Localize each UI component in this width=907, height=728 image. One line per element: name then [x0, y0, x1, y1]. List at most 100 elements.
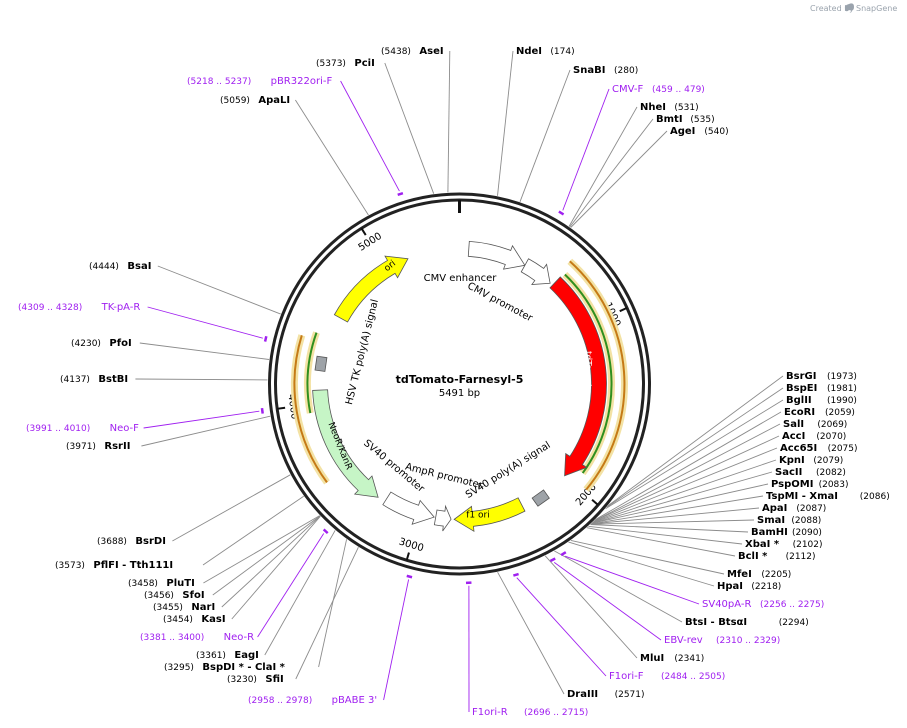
enzyme-position: (540) [704, 127, 728, 137]
leader-lines [135, 50, 784, 713]
primer-name: EBV-rev [664, 635, 703, 646]
primer-name: CMV-F [612, 84, 643, 95]
enzyme-name: EagI [234, 650, 258, 661]
enzyme-name: AseI [419, 46, 443, 57]
plasmid-size: 5491 bp [439, 388, 480, 399]
enzyme-site-nhei[interactable]: (531) NheI [640, 102, 699, 113]
primer-site-neo-f[interactable]: (3991 .. 4010)Neo-F [26, 423, 139, 434]
primer-leader-line [553, 562, 662, 641]
leader-line [593, 423, 781, 522]
primer-site-sv40pa-r[interactable]: (2256 .. 2275)SV40pA-R [702, 599, 824, 610]
leader-line [569, 118, 654, 228]
leader-line [139, 342, 270, 360]
enzyme-site-sacii[interactable]: (2082)SacII [775, 467, 846, 478]
enzyme-site-bstbi[interactable]: (4137)BstBI [60, 374, 128, 385]
enzyme-site-kasi[interactable]: (3454)KasI [163, 614, 226, 625]
enzyme-position: (3454) [163, 615, 193, 625]
enzyme-name: NarI [191, 602, 215, 613]
enzyme-site-mlui[interactable]: (2341)MluI [640, 653, 704, 664]
enzyme-site-pluti[interactable]: (3458)PluTI [128, 578, 195, 589]
enzyme-name: PluTI [166, 578, 194, 589]
enzyme-name: BsrGI [786, 371, 816, 382]
enzyme-site-bglii[interactable]: (1990)BglII [786, 395, 857, 406]
primer-leader-line [516, 577, 607, 677]
enzyme-name: NheI [640, 102, 666, 113]
enzyme-site-acc65i[interactable]: (2075)Acc65I [780, 443, 858, 454]
leader-line [591, 471, 773, 524]
leader-line [607, 375, 784, 507]
enzyme-site-sfoi[interactable]: (3456)SfoI [144, 590, 205, 601]
primer-site-cmv-f[interactable]: (459 .. 479)CMV-F [612, 84, 705, 95]
primer-site-f1ori-r[interactable]: (2696 .. 2715)F1ori-R [472, 707, 588, 718]
enzyme-site-bamhi[interactable]: (2090)BamHI [751, 527, 822, 538]
enzyme-position: (3456) [144, 591, 174, 601]
leader-line [295, 547, 359, 680]
leader-line [590, 519, 755, 525]
primer-site-tk-pa-r[interactable]: (4309 .. 4328)TK-pA-R [18, 302, 140, 313]
enzyme-site-ecori[interactable]: (2059)EcoRI [784, 407, 855, 418]
enzyme-site-rsrii[interactable]: (3971)RsrII [66, 441, 130, 452]
primer-site-ebv-rev[interactable]: (2310 .. 2329)EBV-rev [664, 635, 780, 646]
enzyme-position: (2090) [792, 528, 822, 538]
enzyme-site-asei[interactable]: (5438)AseI [381, 46, 444, 57]
enzyme-site-bspei[interactable]: (1981)BspEI [786, 383, 857, 394]
enzyme-site-sfii[interactable]: (3230)SfiI [227, 674, 284, 685]
enzyme-position: (2102) [793, 540, 823, 550]
enzyme-site-bsrgi[interactable]: (1973)BsrGI [786, 371, 857, 382]
primer-leader-line [147, 306, 263, 339]
enzyme-position: (2059) [825, 408, 855, 418]
enzyme-site-pspomi[interactable]: (2083)PspOMI [771, 479, 849, 490]
enzyme-site-sali[interactable]: (2069)SalI [783, 419, 847, 430]
enzyme-name: SfiI [265, 674, 283, 685]
primer-site-pbabe-3[interactable]: (2958 .. 2978)pBABE 3' [248, 695, 377, 706]
leader-line [590, 495, 764, 525]
primer-mark [322, 528, 329, 535]
enzyme-position: (531) [674, 103, 698, 113]
primer-range: (2484 .. 2505) [661, 672, 725, 682]
leader-line [221, 515, 321, 608]
enzyme-site-eagi[interactable]: (3361)EagI [196, 650, 259, 661]
enzyme-site-ndei[interactable]: (174)NdeI [516, 46, 575, 57]
enzyme-site-snabi[interactable]: (280)SnaBI [573, 65, 638, 76]
enzyme-name: MfeI [727, 569, 752, 580]
enzyme-site-apai[interactable]: (2087)ApaI [762, 503, 826, 514]
leader-line [590, 524, 749, 533]
enzyme-site-xbai[interactable]: (2102)XbaI * [745, 539, 823, 550]
enzyme-site-tspmi-xmai[interactable]: (2086)TspMI - XmaI [766, 491, 890, 502]
enzyme-site-bsai[interactable]: (4444)BsaI [89, 261, 151, 272]
enzyme-site-bcli[interactable]: (2112)BclI * [738, 551, 816, 562]
primer-site-neo-r[interactable]: (3381 .. 3400)Neo-R [140, 632, 254, 643]
sv40-polya-box [531, 489, 550, 507]
enzyme-site-nari[interactable]: (3455)NarI [153, 602, 215, 613]
leader-line [592, 447, 778, 523]
enzyme-site-smai[interactable]: (2088)SmaI [757, 515, 821, 526]
leader-line [497, 50, 514, 196]
site-labels: (5438)AseI (5373)PciI (5059)ApaLI (174)NdeI… [18, 46, 890, 718]
leader-line [318, 539, 348, 668]
enzyme-position: (2086) [860, 492, 890, 502]
primer-arc [306, 332, 318, 414]
enzyme-site-bsrdi[interactable]: (3688)BsrDI [97, 536, 166, 547]
enzyme-site-apali[interactable]: (5059)ApaLI [220, 95, 290, 106]
enzyme-site-pcii[interactable]: (5373)PciI [316, 58, 375, 69]
primer-mark [558, 210, 565, 216]
enzyme-site-pfoi[interactable]: (4230)PfoI [71, 338, 132, 349]
enzyme-site-draiii[interactable]: (2571)DraIII [567, 689, 645, 700]
enzyme-site-bmti[interactable]: (535)BmtI [656, 114, 715, 125]
credit-brand: SnapGene [856, 4, 897, 13]
enzyme-site-bspdi-clai[interactable]: (3295)BspDI * - ClaI * [164, 662, 286, 673]
leader-line [172, 474, 291, 542]
enzyme-site-agei[interactable]: (540)AgeI [670, 126, 729, 137]
enzyme-site-pflfi-tth111i[interactable]: (3573)PflFI - Tth111I [55, 560, 173, 571]
enzyme-name: SalI [783, 419, 804, 430]
enzyme-site-btsi-bts-i[interactable]: (2294)BtsI - BtsαI [685, 617, 809, 628]
enzyme-position: (2087) [796, 504, 826, 514]
enzyme-site-kpni[interactable]: (2079)KpnI [779, 455, 843, 466]
enzyme-site-acci[interactable]: (2070)AccI [782, 431, 846, 442]
enzyme-name: PflFI - Tth111I [93, 560, 173, 571]
primer-site-f1ori-f[interactable]: (2484 .. 2505)F1ori-F [609, 671, 725, 682]
primer-site-pbr322ori-f[interactable]: (5218 .. 5237)pBR322ori-F [187, 76, 332, 87]
enzyme-name: RsrII [104, 441, 130, 452]
enzyme-site-hpai[interactable]: (2218)HpaI [717, 581, 781, 592]
enzyme-site-mfei[interactable]: (2205)MfeI [727, 569, 791, 580]
